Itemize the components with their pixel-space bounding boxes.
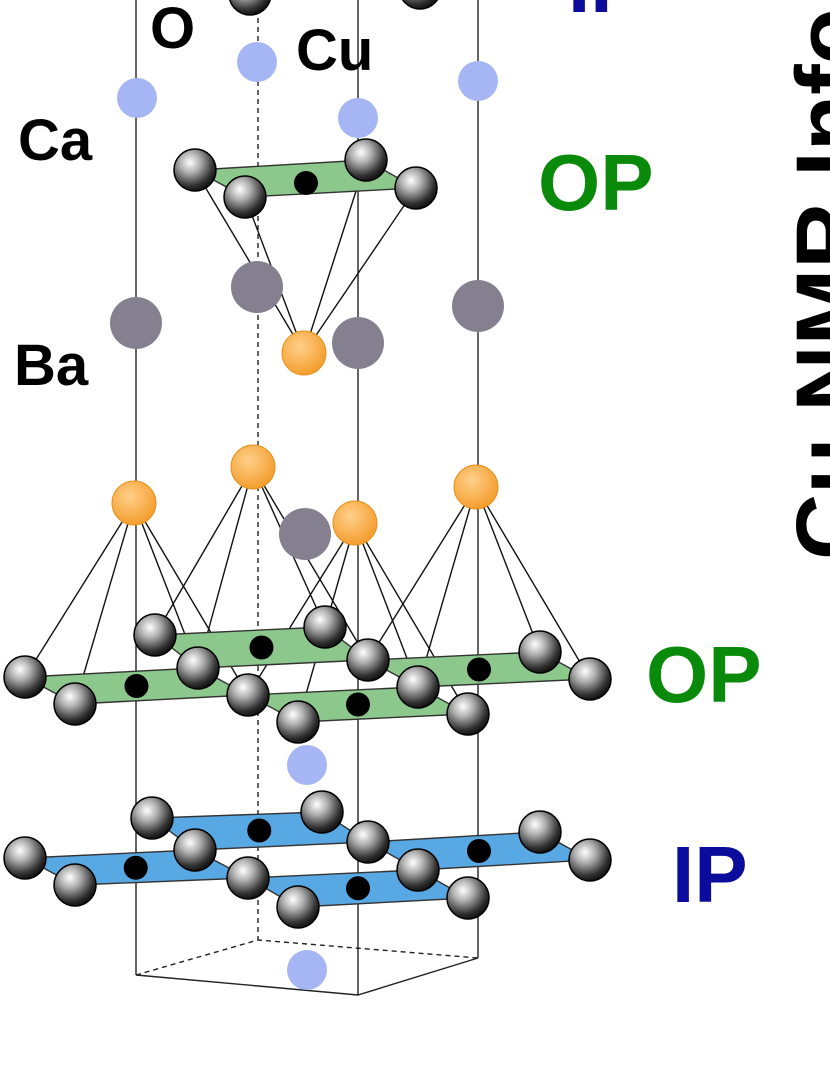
apical-bond [367,486,477,661]
apical-bond [417,486,477,688]
oxygen-atom [276,700,320,744]
oxygen-atom [176,646,220,690]
apical-bond [475,486,541,653]
copper-atom [247,818,272,843]
oxygen-atom [344,138,388,182]
copper-atom [346,876,370,901]
copper-atom [124,674,149,698]
barium-atom [332,317,384,369]
oxygen-atom [346,820,390,864]
inner-plane-layer [3,790,612,929]
barium-atom [452,280,504,332]
cell-base-edge-hidden [135,939,479,976]
apical-oxygen-atom [453,464,499,510]
oxygen-atom [568,657,612,701]
oxygen-atom [518,810,562,854]
copper-label: Cu [296,18,373,83]
copper-atom [123,855,148,880]
copper-atom [467,839,491,863]
cell-base-edge [135,957,479,996]
copper-atom [346,692,370,717]
oxygen-atom [229,0,271,16]
oxygen-atom [226,856,270,900]
calcium-label: Ca [18,108,93,173]
calcium-atom [287,745,327,785]
outer-plane-label-top: OP [538,138,654,227]
oxygen-atom [133,613,177,657]
oxygen-label: O [150,0,195,61]
oxygen-atom [53,682,97,726]
apical-bond [252,466,369,661]
oxygen-atom [3,655,47,699]
oxygen-atom [401,0,439,10]
barium-atom [231,261,283,313]
oxygen-atom [568,838,612,882]
calcium-atom [287,950,327,990]
apical-bond-top [303,159,367,354]
oxygen-atom [173,148,217,192]
apical-oxygen-atom [332,500,378,546]
oxygen-atom [223,175,267,219]
copper-atom [467,657,491,682]
outer-plane-label-mid: OP [646,630,762,719]
apical-oxygen-atom [230,444,276,490]
oxygen-atom [518,630,562,674]
apical-bond [154,466,254,636]
oxygen-atom [130,796,174,840]
apical-bond [74,502,135,705]
calcium-atom [117,78,157,118]
apical-bond-top [303,187,417,354]
oxygen-atom [446,876,490,920]
oxygen-atom [303,605,347,649]
apical-oxygen-atom [111,480,157,526]
calcium-atom [458,61,498,101]
side-title-label: Cu NMR Info [778,8,830,560]
oxygen-atom [276,885,320,929]
oxygen-atom [346,638,390,682]
oxygen-atom [173,828,217,872]
oxygen-atom [3,836,47,880]
outer-plane-top-layer [173,138,438,219]
apical-bond [475,486,591,680]
outer-plane-layer [3,605,612,744]
calcium-atom [338,98,378,138]
apical-bond [247,522,356,696]
calcium-atom [237,42,277,82]
barium-label: Ba [14,333,89,398]
oxygen-atom [446,692,490,736]
oxygen-atom [300,790,344,834]
apical-oxygen-atom [281,330,327,376]
apical-bond [24,502,135,678]
copper-atom [249,635,274,660]
inner-plane-label: IP [672,830,748,919]
oxygen-atom [396,848,440,892]
barium-atom [110,297,162,349]
apical-bond-top [194,169,305,354]
oxygen-atom [226,673,270,717]
oxygen-atom [394,166,438,210]
copper-atom [294,171,318,195]
oxygen-atom [396,665,440,709]
top-cut-label: II [568,0,612,29]
atom-layer [110,0,504,990]
oxygen-atom [53,863,97,907]
barium-atom [279,508,331,560]
